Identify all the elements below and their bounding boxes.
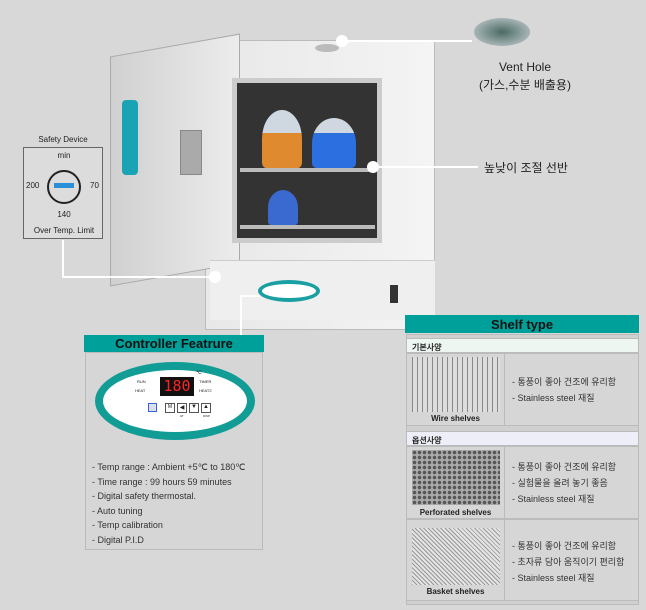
- mode-button[interactable]: M: [165, 403, 175, 413]
- callout-line: [240, 295, 242, 335]
- shelf-type-title: Shelf type: [405, 315, 639, 333]
- disp-label: DISP: [203, 414, 211, 418]
- dial-200: 200: [26, 181, 40, 190]
- safety-device-title: Safety Device: [38, 135, 88, 144]
- heat-indicator: HEAT: [135, 388, 146, 393]
- up-button[interactable]: ▲: [201, 403, 211, 413]
- feature-item: - Auto tuning: [92, 506, 143, 516]
- dial-140: 140: [57, 210, 71, 219]
- incubator-base: [210, 260, 435, 320]
- controller-title: Controller Featrure: [84, 335, 264, 352]
- at-label: AT: [180, 414, 184, 418]
- callout-line: [240, 295, 260, 297]
- feature-item: - Digital P.I.D: [92, 535, 144, 545]
- controller-panel: 180 ℃ RUN HEAT TIMER HEAT2 M ◀ ▼ ▲ AT DI…: [95, 362, 255, 440]
- flask-blue: [312, 118, 356, 168]
- callout-dot: [367, 161, 379, 173]
- chamber-shelf: [240, 168, 375, 172]
- shelf-name: Perforated shelves: [419, 508, 492, 517]
- shelf-desc: - Stainless steel 재질: [512, 393, 595, 403]
- shelf-row-wire: Wire shelves - 통풍이 좋아 건조에 유리함 - Stainles…: [406, 353, 639, 426]
- callout-line: [342, 40, 472, 42]
- door-handle: [122, 100, 138, 175]
- shelf-desc: - 통풍이 좋아 건조에 유리함: [512, 377, 617, 387]
- dial-70: 70: [90, 181, 99, 190]
- callout-dot: [336, 35, 348, 47]
- safety-device-box: min 200 70 140 Over Temp. Limit: [23, 147, 103, 239]
- shelf-name: Basket shelves: [426, 587, 485, 596]
- shelf-desc: - 실험물을 올려 놓기 좋음: [512, 478, 608, 488]
- flask-orange: [262, 110, 302, 168]
- feature-item: - Temp calibration: [92, 520, 163, 530]
- shelf-desc: - 통풍이 좋아 건조에 유리함: [512, 541, 617, 551]
- down-button[interactable]: ▼: [189, 403, 199, 413]
- shelf-desc: - Stainless steel 재질: [512, 494, 595, 504]
- callout-line: [62, 276, 215, 278]
- dial-knob: [47, 170, 81, 204]
- callout-line: [373, 166, 478, 168]
- feature-item: - Time range : 99 hours 59 minutes: [92, 477, 232, 487]
- feature-item: - Digital safety thermostal.: [92, 491, 197, 501]
- feature-item: - Temp range : Ambient +5℃ to 180℃: [92, 462, 246, 472]
- basket-shelf-image: [412, 528, 500, 585]
- incubator-chamber: [232, 78, 382, 243]
- vent-hole-cap: [315, 44, 339, 52]
- vent-hole-image: [474, 18, 530, 46]
- wire-shelf-image: [412, 357, 500, 412]
- perforated-shelf-image: [412, 450, 500, 505]
- heat2-indicator: HEAT2: [199, 388, 212, 393]
- vent-hole-label: Vent Hole: [498, 60, 552, 74]
- shelf-name: Wire shelves: [431, 414, 480, 423]
- logo-icon: [148, 403, 157, 412]
- chamber-shelf: [240, 225, 375, 229]
- option-spec-label: 옵션사양: [406, 431, 639, 446]
- shelf-desc: - 통풍이 좋아 건조에 유리함: [512, 462, 617, 472]
- beaker: [268, 190, 298, 225]
- vent-hole-sublabel: (가스,수분 배출용): [479, 78, 571, 92]
- timer-indicator: TIMER: [199, 379, 212, 384]
- control-panel: [258, 280, 320, 302]
- run-indicator: RUN: [137, 379, 146, 384]
- shelf-row-basket: Basket shelves - 통풍이 좋아 건조에 유리함 - 초자류 담아…: [406, 519, 639, 601]
- door-window: [180, 130, 202, 175]
- temp-display: 180: [160, 377, 194, 396]
- safety-caption: Over Temp. Limit: [33, 226, 95, 235]
- power-switch: [390, 285, 398, 303]
- basic-spec-label: 기본사양: [406, 338, 639, 353]
- unit-label: ℃: [196, 370, 202, 376]
- callout-line: [62, 240, 64, 278]
- dial-min: min: [57, 151, 71, 160]
- shelf-row-perforated: Perforated shelves - 통풍이 좋아 건조에 유리함 - 실험…: [406, 446, 639, 519]
- left-button[interactable]: ◀: [177, 403, 187, 413]
- shelf-desc: - Stainless steel 재질: [512, 573, 595, 583]
- shelf-desc: - 초자류 담아 움직이기 편리함: [512, 557, 625, 567]
- callout-dot: [209, 271, 221, 283]
- arrow-left-icon: [54, 183, 74, 188]
- shelf-adjust-label: 높낮이 조절 선반: [484, 161, 568, 175]
